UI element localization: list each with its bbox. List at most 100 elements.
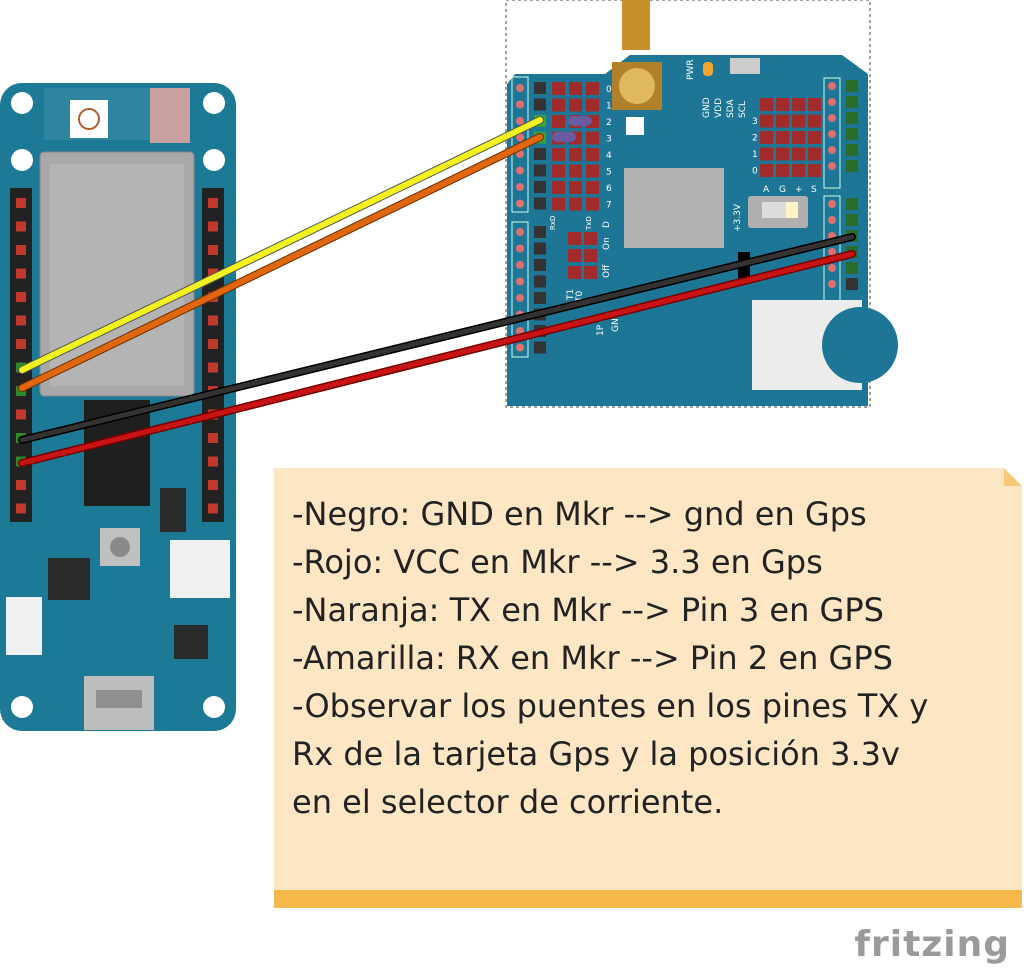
mkr-left-pin[interactable] bbox=[16, 268, 26, 279]
gps-header-hole[interactable] bbox=[828, 130, 836, 138]
mode-pin[interactable] bbox=[568, 266, 581, 279]
gps-header-hole[interactable] bbox=[516, 84, 524, 92]
gps-header-pin[interactable] bbox=[846, 278, 858, 290]
gps-header-pin[interactable] bbox=[534, 275, 546, 288]
gps-header-pin[interactable] bbox=[534, 82, 546, 94]
grid-pin[interactable] bbox=[808, 164, 821, 177]
red-wire[interactable] bbox=[19, 251, 855, 466]
gps-header-hole[interactable] bbox=[828, 248, 836, 256]
mode-pin[interactable] bbox=[568, 232, 581, 245]
gps-header-pin[interactable] bbox=[534, 341, 546, 354]
gps-header-pin[interactable] bbox=[846, 214, 858, 226]
grid-pin[interactable] bbox=[808, 147, 821, 161]
gps-header-hole[interactable] bbox=[516, 277, 524, 286]
gps-header-hole[interactable] bbox=[828, 98, 836, 106]
jumper-pin[interactable] bbox=[569, 82, 582, 95]
mkr-right-pin[interactable] bbox=[208, 480, 218, 490]
gps-header-hole[interactable] bbox=[828, 162, 836, 170]
note-box[interactable]: -Negro: GND en Mkr --> gnd en Gps -Rojo:… bbox=[274, 468, 1022, 908]
gps-header-hole[interactable] bbox=[516, 261, 524, 269]
gps-header-pin[interactable] bbox=[534, 148, 546, 160]
grid-pin[interactable] bbox=[792, 131, 805, 144]
jumper-pin[interactable] bbox=[552, 82, 565, 95]
mkr-right-pin[interactable] bbox=[208, 198, 218, 208]
gps-header-hole[interactable] bbox=[828, 82, 836, 90]
grid-pin[interactable] bbox=[808, 131, 821, 144]
gps-header-pin[interactable] bbox=[534, 197, 546, 210]
mode-pin[interactable] bbox=[584, 232, 597, 245]
mkr-left-pin[interactable] bbox=[16, 245, 26, 255]
gps-header-pin[interactable] bbox=[846, 128, 858, 140]
gps-header-hole[interactable] bbox=[828, 264, 836, 272]
yellow-wire[interactable] bbox=[19, 117, 543, 373]
mkr-board[interactable] bbox=[0, 83, 236, 731]
jumper-pin[interactable] bbox=[586, 98, 599, 112]
gps-header-pin[interactable] bbox=[534, 181, 546, 193]
gps-header-hole[interactable] bbox=[828, 280, 836, 288]
jumper-pin[interactable] bbox=[586, 164, 599, 178]
gps-header-hole[interactable] bbox=[516, 228, 524, 236]
mode-pin[interactable] bbox=[584, 249, 597, 262]
jumper-pin[interactable] bbox=[569, 197, 582, 211]
grid-pin[interactable] bbox=[776, 164, 789, 177]
grid-pin[interactable] bbox=[792, 147, 805, 161]
grid-pin[interactable] bbox=[776, 98, 789, 111]
gps-header-hole[interactable] bbox=[828, 200, 836, 208]
jumper-pin[interactable] bbox=[569, 148, 582, 161]
grid-pin[interactable] bbox=[808, 114, 821, 128]
mkr-right-pin[interactable] bbox=[208, 315, 218, 326]
jumper-pin-2[interactable] bbox=[568, 116, 592, 126]
orange-wire[interactable] bbox=[19, 134, 543, 391]
grid-pin[interactable] bbox=[808, 98, 821, 111]
gps-header-hole[interactable] bbox=[516, 343, 524, 352]
gps-header-pin[interactable] bbox=[534, 259, 546, 271]
gps-header-hole[interactable] bbox=[516, 133, 524, 142]
jumper-pin[interactable] bbox=[586, 82, 599, 95]
gps-header-hole[interactable] bbox=[516, 100, 524, 109]
jumper-pin[interactable] bbox=[569, 98, 582, 112]
jumper-pin[interactable] bbox=[586, 148, 599, 161]
grid-pin[interactable] bbox=[776, 131, 789, 144]
mkr-right-pin[interactable] bbox=[208, 362, 218, 373]
jumper-pin[interactable] bbox=[586, 197, 599, 211]
jumper-pin[interactable] bbox=[552, 148, 565, 161]
mode-pin[interactable] bbox=[584, 266, 597, 279]
black-wire[interactable] bbox=[19, 234, 855, 443]
mkr-left-pin[interactable] bbox=[16, 292, 26, 302]
mkr-left-pin[interactable] bbox=[16, 198, 26, 208]
grid-pin[interactable] bbox=[760, 131, 773, 144]
grid-pin[interactable] bbox=[760, 98, 773, 111]
mkr-right-pin[interactable] bbox=[208, 221, 218, 232]
grid-pin[interactable] bbox=[792, 98, 805, 111]
gps-header-pin[interactable] bbox=[846, 144, 858, 156]
gps-header-hole[interactable] bbox=[516, 199, 524, 208]
grid-pin[interactable] bbox=[776, 147, 789, 161]
grid-pin[interactable] bbox=[760, 147, 773, 161]
mode-pin[interactable] bbox=[568, 249, 581, 262]
gps-header-pin[interactable] bbox=[846, 262, 858, 274]
grid-pin[interactable] bbox=[760, 164, 773, 177]
jumper-pin[interactable] bbox=[552, 164, 565, 178]
gps-header-pin[interactable] bbox=[846, 160, 858, 172]
mkr-right-pin[interactable] bbox=[208, 245, 218, 255]
gps-header-pin[interactable] bbox=[534, 292, 546, 304]
gps-header-pin[interactable] bbox=[534, 242, 546, 255]
mkr-right-pin[interactable] bbox=[208, 339, 218, 349]
grid-pin[interactable] bbox=[792, 164, 805, 177]
mkr-left-pin[interactable] bbox=[16, 339, 26, 349]
gps-header-pin[interactable] bbox=[534, 98, 546, 111]
gps-header-pin[interactable] bbox=[846, 96, 858, 108]
jumper-pin-3[interactable] bbox=[552, 132, 576, 142]
gps-header-hole[interactable] bbox=[516, 183, 524, 191]
gps-header-hole[interactable] bbox=[516, 294, 524, 302]
grid-pin[interactable] bbox=[760, 114, 773, 128]
gps-header-hole[interactable] bbox=[828, 146, 836, 154]
gps-header-hole[interactable] bbox=[828, 216, 836, 224]
grid-pin[interactable] bbox=[776, 114, 789, 128]
jumper-pin[interactable] bbox=[552, 197, 565, 211]
mkr-left-pin[interactable] bbox=[16, 480, 26, 490]
gps-header-hole[interactable] bbox=[828, 114, 836, 122]
jumper-pin[interactable] bbox=[586, 181, 599, 194]
jumper-pin[interactable] bbox=[552, 98, 565, 112]
gps-header-hole[interactable] bbox=[516, 244, 524, 253]
